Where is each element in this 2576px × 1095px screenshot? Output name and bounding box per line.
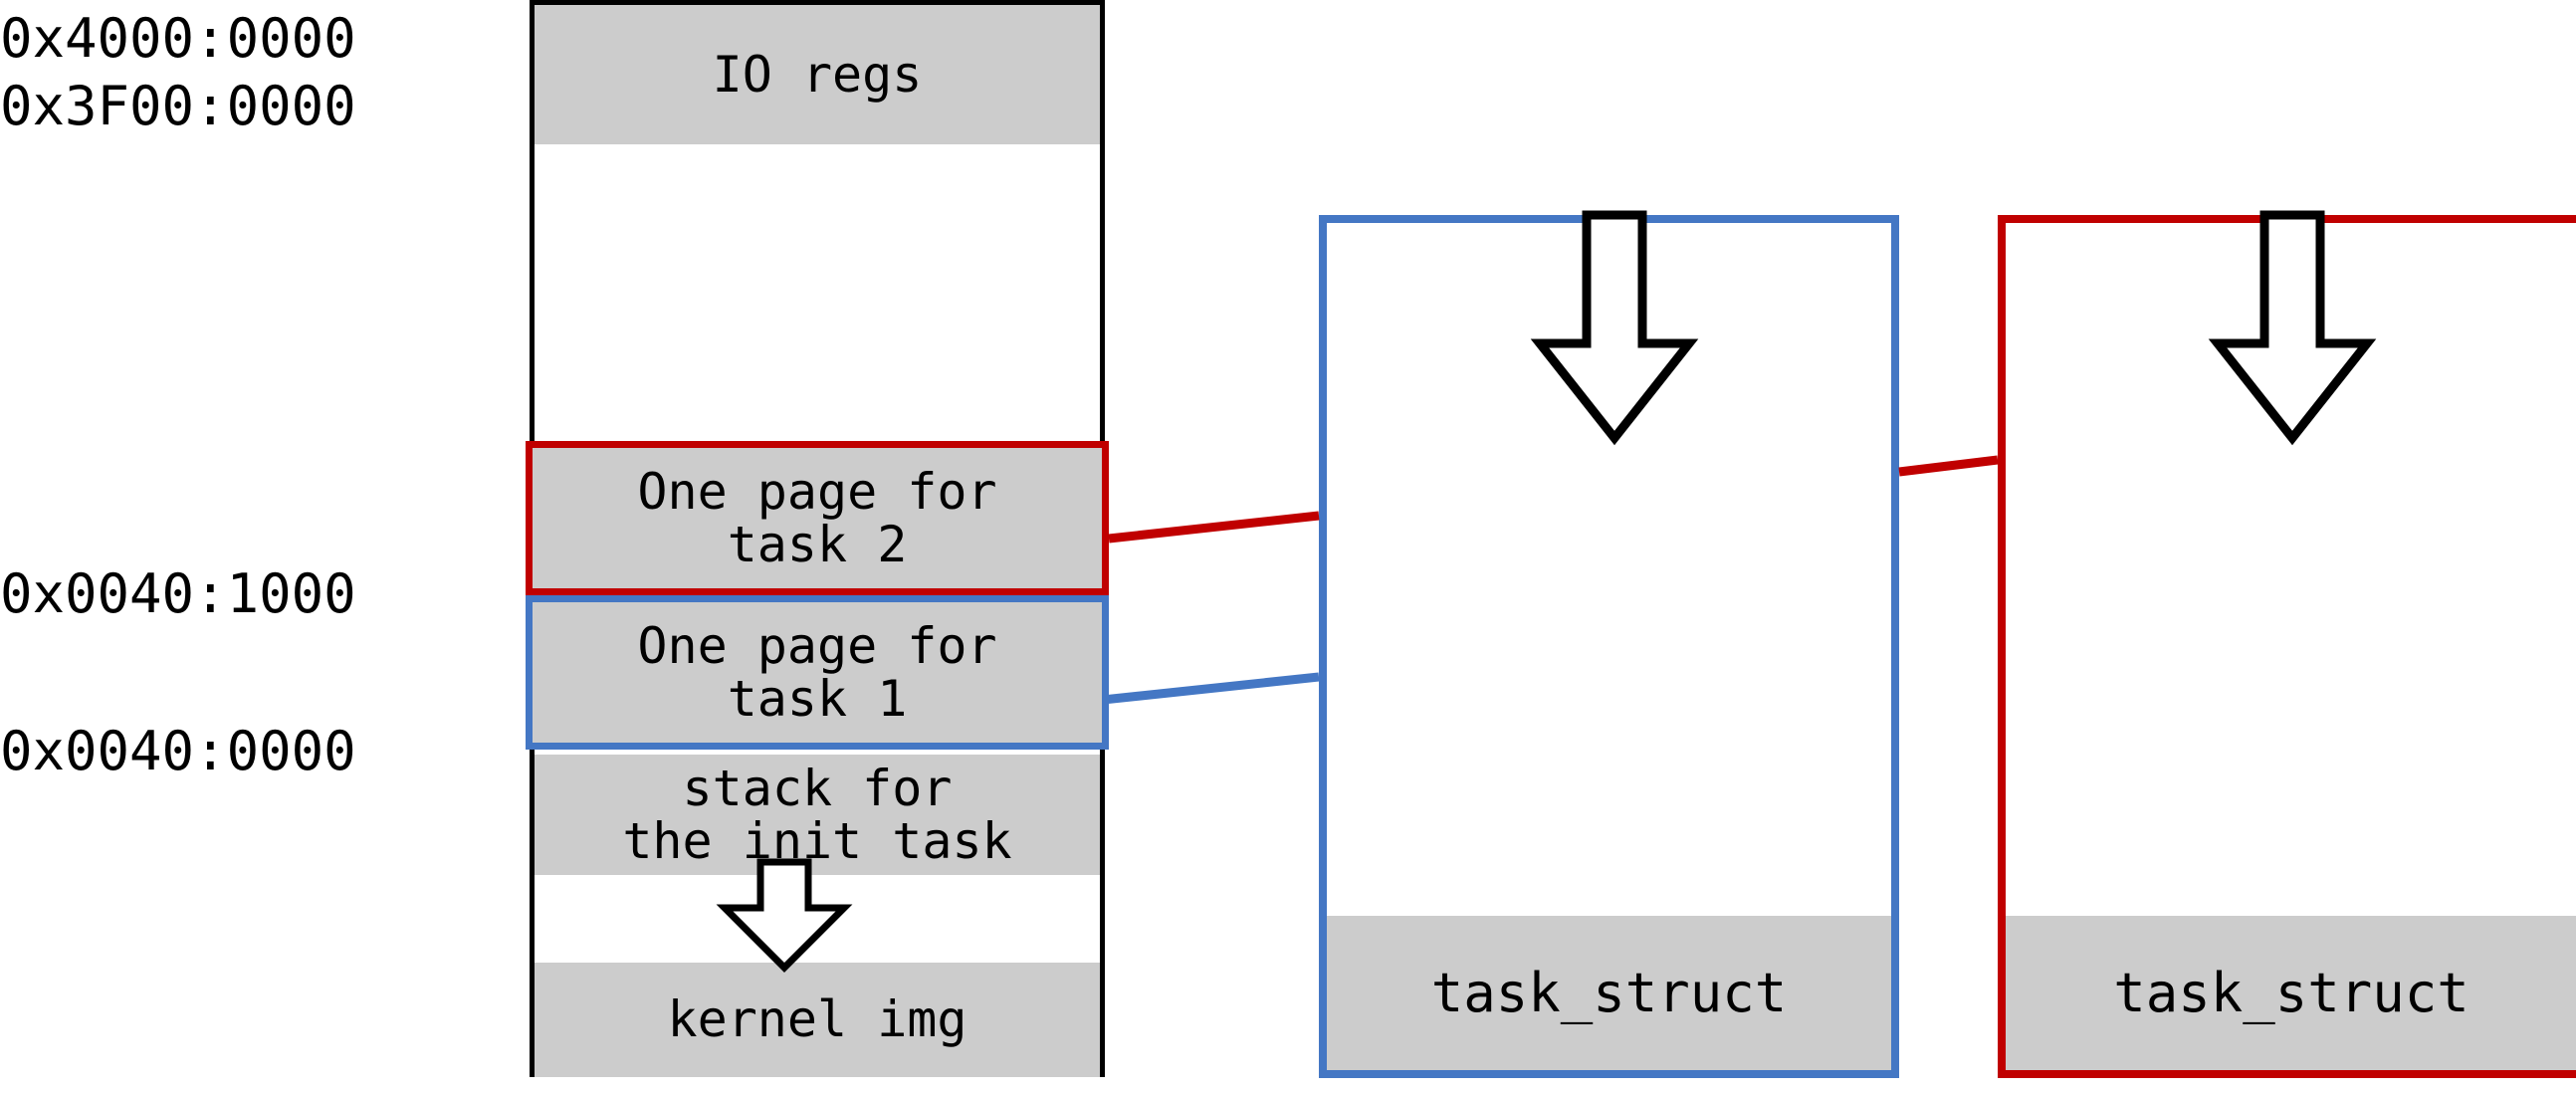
page-box-task-1-label-line2: task 1 [727,669,908,728]
memory-block-kernel-img-label: kernel img [667,990,967,1049]
connector-task2-segment-a [1108,511,1320,544]
page-box-task-2[interactable]: One page for task 2 [526,441,1109,595]
memory-block-free-gap-upper [535,144,1100,446]
connector-task1 [1102,672,1320,705]
page-box-task-1[interactable]: One page for task 1 [526,595,1109,750]
memory-block-io-regs: IO regs [535,5,1100,144]
task-struct-panel-1[interactable]: task_struct [1319,215,1899,1078]
task-struct-panel-2-footer-label: task_struct [2113,962,2469,1024]
memory-block-kernel-img: kernel img [535,963,1100,1077]
page-box-task-2-label-line1: One page for [637,463,997,521]
connector-task2-segment-b [1898,455,1999,477]
task-struct-panel-2[interactable]: task_struct [1998,215,2576,1078]
task-struct-panel-2-footer: task_struct [2006,916,2576,1070]
memory-block-init-stack-label-line2: the init task [622,811,1012,870]
memory-column: IO regs stack for the init task kernel i… [530,0,1105,1077]
address-label-0x4000-0000: 0x4000:0000 [0,7,356,70]
page-box-task-1-label-line1: One page for [637,617,997,675]
address-label-0x0040-0000: 0x0040:0000 [0,720,356,782]
memory-block-io-regs-label: IO regs [712,45,923,104]
memory-block-grow-gap [535,875,1100,963]
address-label-0x0040-1000: 0x0040:1000 [0,562,356,625]
task-struct-panel-1-footer-label: task_struct [1430,962,1788,1024]
memory-block-init-stack: stack for the init task [535,755,1100,875]
page-box-task-2-label-line2: task 2 [727,515,908,573]
memory-block-init-stack-label-line1: stack for [682,760,953,817]
task-struct-panel-1-footer: task_struct [1327,916,1891,1070]
address-label-0x3f00-0000: 0x3F00:0000 [0,75,356,137]
